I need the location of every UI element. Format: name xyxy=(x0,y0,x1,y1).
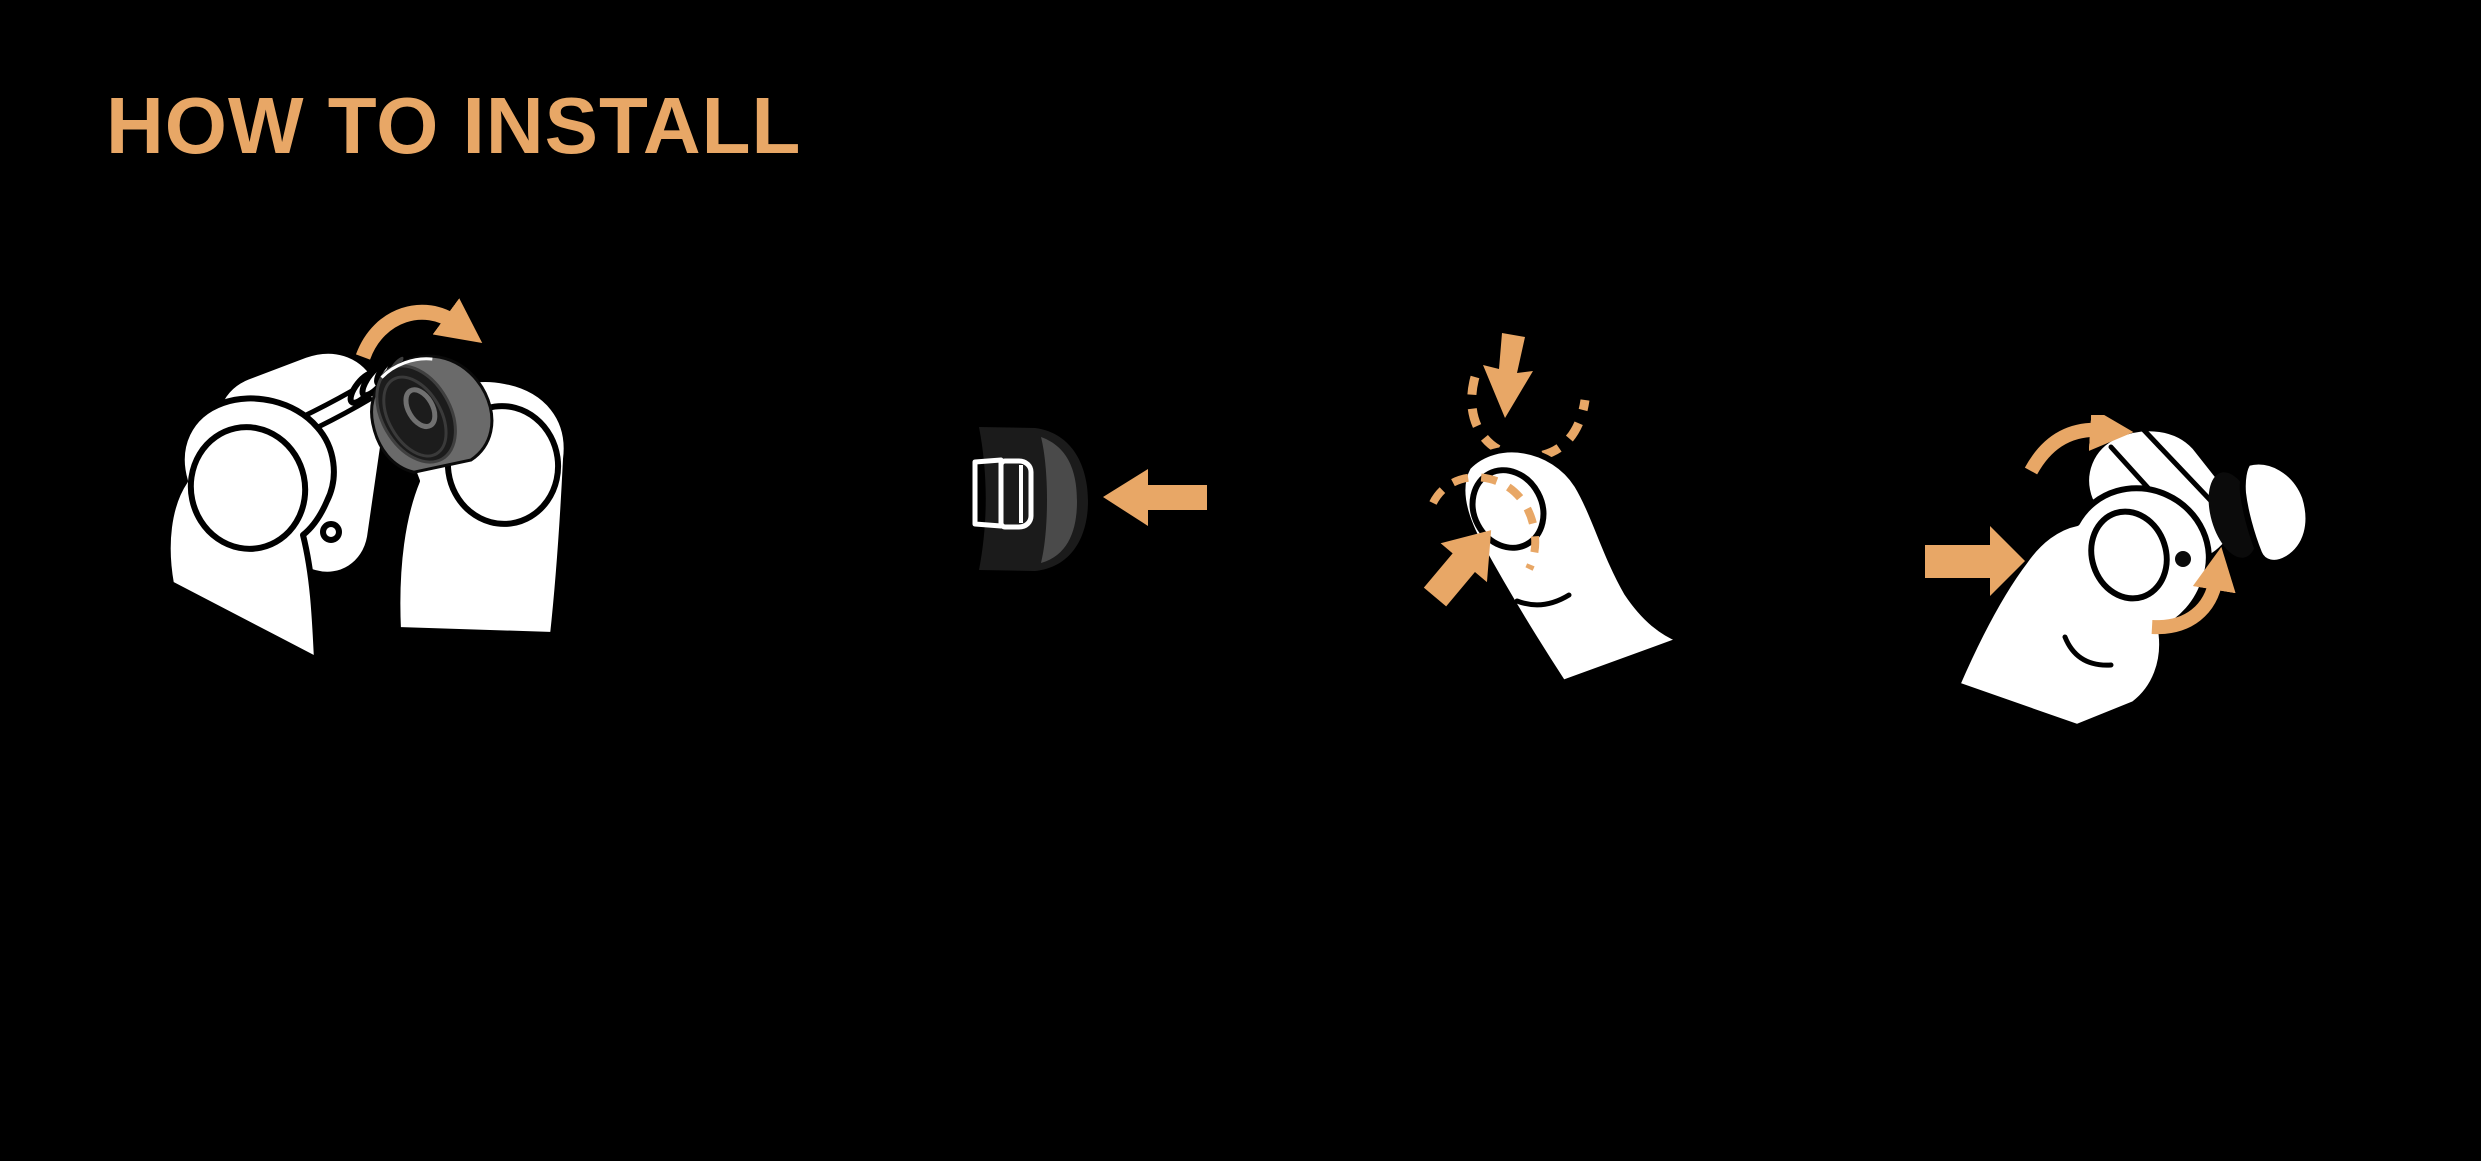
finger-nail xyxy=(1469,467,1547,551)
twist-arrow-top-icon xyxy=(2024,415,2134,475)
step-2-illustration xyxy=(972,427,1207,571)
ear-tip-back-shade xyxy=(1041,437,1077,563)
ear-tip-dome xyxy=(2239,458,2312,566)
nozzle-outline xyxy=(972,457,1034,530)
left-thumb xyxy=(164,395,342,663)
rotation-dashed-arc-icon xyxy=(1467,375,1590,462)
step-2-figure xyxy=(955,405,1255,605)
ear-tip-highlight xyxy=(380,357,433,379)
knuckle-line xyxy=(1514,592,1572,608)
right-arrow-icon xyxy=(1925,526,2025,596)
down-arrow-icon xyxy=(1483,333,1533,418)
fingertip-dashed-ellipse-icon xyxy=(1429,473,1540,571)
hand xyxy=(1954,485,2212,730)
ear-tip-cone-center xyxy=(403,387,438,429)
earbud-stud xyxy=(320,521,342,543)
step-3-illustration xyxy=(1423,333,1684,686)
step-1-figure xyxy=(155,285,575,670)
left-thumb-nail xyxy=(187,424,309,552)
seam-dot xyxy=(2175,551,2191,567)
finger xyxy=(1459,446,1684,686)
up-right-arrow-icon xyxy=(1423,530,1492,607)
step-4-figure xyxy=(1915,415,2360,750)
twist-arrow-bottom-icon xyxy=(2151,546,2236,635)
hand-finger-nail xyxy=(2088,508,2170,602)
step-4-illustration xyxy=(1925,415,2312,730)
step-3-figure xyxy=(1405,315,1715,710)
page-title: HOW TO INSTALL xyxy=(106,81,802,170)
ear-tip-cone-ring xyxy=(382,375,448,458)
nozzle-stem xyxy=(998,458,1034,530)
hand-outline xyxy=(1954,485,2212,730)
step-1-illustration xyxy=(164,298,570,663)
thumb-crease-line xyxy=(2062,634,2114,668)
left-arrow-icon xyxy=(1103,469,1207,526)
rotate-clockwise-arrow-icon xyxy=(355,298,483,360)
ear-tip-cone xyxy=(370,354,494,474)
earbud-seam-line xyxy=(2138,424,2216,506)
